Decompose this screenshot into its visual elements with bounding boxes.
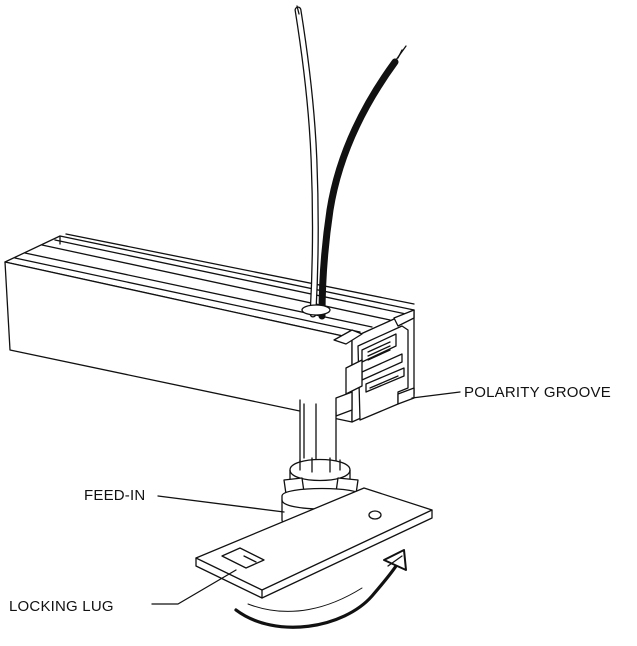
feed-in-leader	[157, 495, 285, 513]
wires	[294, 5, 407, 320]
locking-lug-label: LOCKING LUG	[9, 598, 114, 615]
polarity-groove-leader	[411, 391, 461, 399]
polarity-groove-label: POLARITY GROOVE	[464, 384, 611, 401]
base-plate	[195, 487, 433, 599]
track-end-profile	[333, 309, 415, 423]
feed-in-label: FEED-IN	[84, 487, 146, 504]
locking-lug-leader	[151, 569, 237, 605]
curved-arrow-icon	[234, 549, 407, 629]
